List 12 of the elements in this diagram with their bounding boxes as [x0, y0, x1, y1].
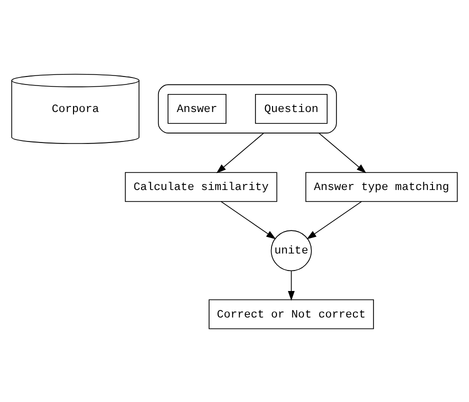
node-box: Correct or Not correct [208, 298, 374, 329]
arrow [220, 200, 276, 239]
node-circle: unite [270, 230, 312, 271]
arrow [288, 270, 295, 300]
node-box: Question [255, 93, 328, 124]
cluster [158, 84, 337, 133]
arrow [216, 132, 264, 173]
node-box: Answer [168, 93, 226, 124]
arrow [306, 200, 362, 239]
node-box: Answer type matching [305, 172, 458, 202]
arrow [318, 132, 366, 173]
node-box: Calculate similarity [124, 172, 278, 202]
